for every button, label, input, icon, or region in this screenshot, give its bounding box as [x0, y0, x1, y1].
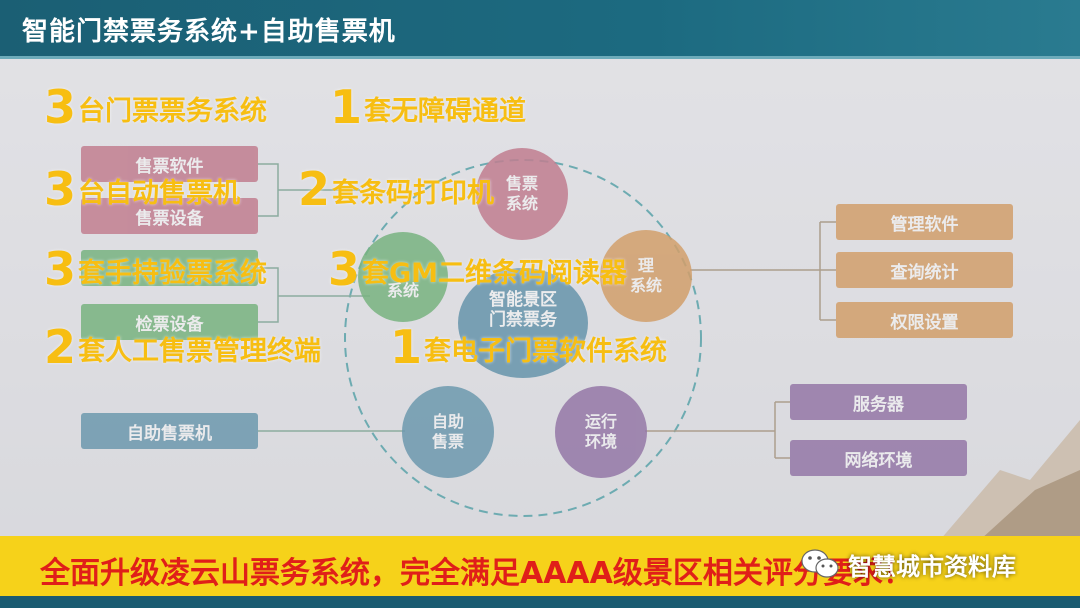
- overlay-line-5: 3套手持验票系统: [44, 242, 268, 296]
- overlay-line-1: 3台门票票务系统: [44, 80, 268, 134]
- circle-center-smart-access: 智能景区 门禁票务: [458, 268, 588, 378]
- circle-ticketing-system: 售票 系统: [476, 148, 568, 240]
- overlay-line-2: 1套无障碍通道: [330, 80, 527, 134]
- box-ticket-device: 售票设备: [81, 198, 258, 234]
- box-self-service-kiosk: 自助售票机: [81, 413, 258, 449]
- box-server: 服务器: [790, 384, 967, 420]
- outer-dashed-ring: [344, 159, 702, 517]
- bottom-banner: 全面升级凌云山票务系统，完全满足AAAA级景区相关评分要求！: [0, 536, 1080, 596]
- circle-runtime-env: 运行 环境: [555, 386, 647, 478]
- box-permission-settings: 权限设置: [836, 302, 1013, 338]
- circle-management-system: 理 系统: [600, 230, 692, 322]
- box-network: 网络环境: [790, 440, 967, 476]
- title-bar: 智能门禁票务系统+自助售票机: [0, 0, 1080, 59]
- box-query-stats: 查询统计: [836, 252, 1013, 288]
- banner-message: 全面升级凌云山票务系统，完全满足AAAA级景区相关评分要求！: [40, 556, 913, 591]
- box-green-hidden: [81, 250, 258, 286]
- watermark-text: 智慧城市资料库: [848, 552, 1016, 581]
- slide-title: 智能门禁票务系统+自助售票机: [22, 17, 396, 47]
- watermark: 智慧城市资料库: [800, 544, 1016, 584]
- overlay-line-3: 3台自动售票机: [44, 162, 241, 216]
- overlay-line-7: 2套人工售票管理终端: [44, 320, 322, 374]
- box-check-device: 检票设备: [81, 304, 258, 340]
- overlay-line-8: 1套电子门票软件系统: [390, 320, 668, 374]
- box-management-software: 管理软件: [836, 204, 1013, 240]
- box-ticket-software: 售票软件: [81, 146, 258, 182]
- overlay-line-4: 2套条码打印机: [298, 162, 495, 216]
- circle-self-service: 自助 售票: [402, 386, 494, 478]
- bottom-strip: [0, 596, 1080, 608]
- wechat-icon: [801, 549, 839, 578]
- mountain-decoration: [940, 420, 1080, 540]
- overlay-line-6: 3套GM二维条码阅读器: [328, 242, 628, 296]
- circle-check-system: 系统: [358, 232, 448, 322]
